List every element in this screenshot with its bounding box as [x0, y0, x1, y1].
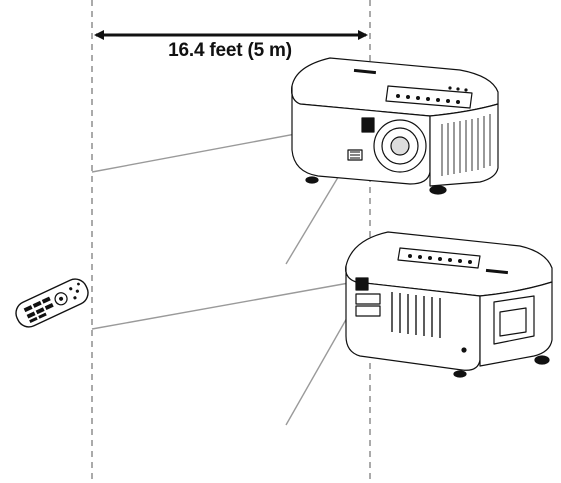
remote-control — [15, 278, 89, 328]
ir-sensor-front — [361, 117, 375, 133]
top-panel-buttons — [353, 68, 468, 104]
projector-foot — [429, 185, 447, 195]
signal-line-bottom-projector-upper — [91, 280, 361, 330]
projector-front-view — [291, 57, 499, 195]
rear-top-panel-buttons — [408, 254, 509, 275]
projector-rear-view — [345, 231, 553, 378]
rear-vent-grille — [391, 292, 441, 338]
remote-buttons — [23, 282, 80, 323]
side-vent-grille — [441, 114, 491, 176]
ir-sensor-rear — [355, 277, 369, 291]
distance-label: 16.4 feet (5 m) — [168, 40, 292, 61]
